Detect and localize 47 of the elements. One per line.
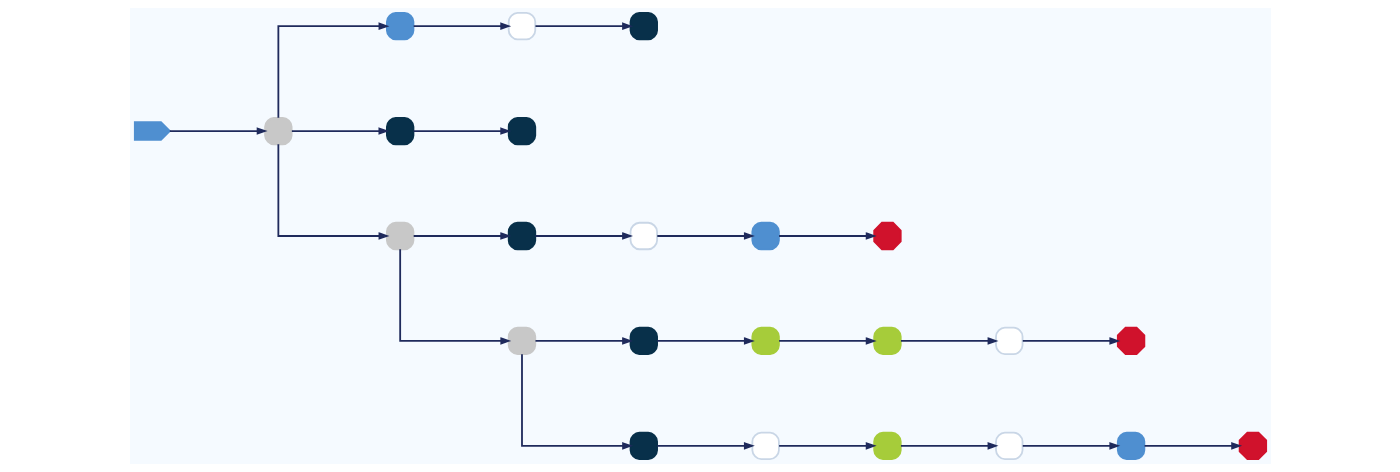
- arrow: [398, 248, 511, 345]
- arrow: [899, 442, 998, 450]
- arrow: [1021, 442, 1120, 450]
- arrow: [290, 127, 389, 135]
- node-box: [994, 326, 1023, 356]
- node-box: [750, 326, 780, 356]
- arrow: [520, 353, 633, 450]
- arrow: [655, 442, 755, 450]
- node-box: [750, 221, 780, 251]
- node-octagon: [1116, 326, 1145, 356]
- node-box: [872, 431, 902, 461]
- arrow: [534, 337, 633, 345]
- arrow: [1021, 337, 1120, 345]
- arrow: [168, 127, 268, 135]
- arrow: [412, 127, 511, 135]
- node-box: [629, 326, 658, 356]
- node-box: [385, 11, 414, 41]
- node-box: [750, 431, 780, 461]
- arrow: [276, 143, 389, 240]
- node-box: [994, 431, 1023, 461]
- node-box: [629, 221, 658, 251]
- node-box: [629, 11, 658, 41]
- node-box: [263, 116, 293, 146]
- arrow: [1143, 442, 1242, 450]
- node-box: [385, 116, 414, 146]
- node-box: [507, 11, 536, 41]
- arrow: [655, 337, 755, 345]
- node-box: [629, 431, 658, 461]
- arrow: [534, 22, 633, 30]
- node-octagon: [872, 221, 902, 251]
- node-box: [507, 221, 536, 251]
- node-octagon: [1238, 431, 1267, 461]
- arrow: [899, 337, 998, 345]
- arrow: [412, 232, 511, 240]
- node-box: [1116, 431, 1145, 461]
- node-pentagon: [133, 121, 171, 141]
- node-box: [507, 116, 536, 146]
- arrow: [777, 232, 877, 240]
- arrow: [777, 442, 877, 450]
- arrow: [412, 22, 511, 30]
- arrow: [655, 232, 755, 240]
- node-box: [507, 326, 536, 356]
- node-box: [385, 221, 414, 251]
- arrow: [777, 337, 877, 345]
- arrow: [534, 232, 633, 240]
- node-box: [872, 326, 902, 356]
- arrow: [276, 22, 389, 119]
